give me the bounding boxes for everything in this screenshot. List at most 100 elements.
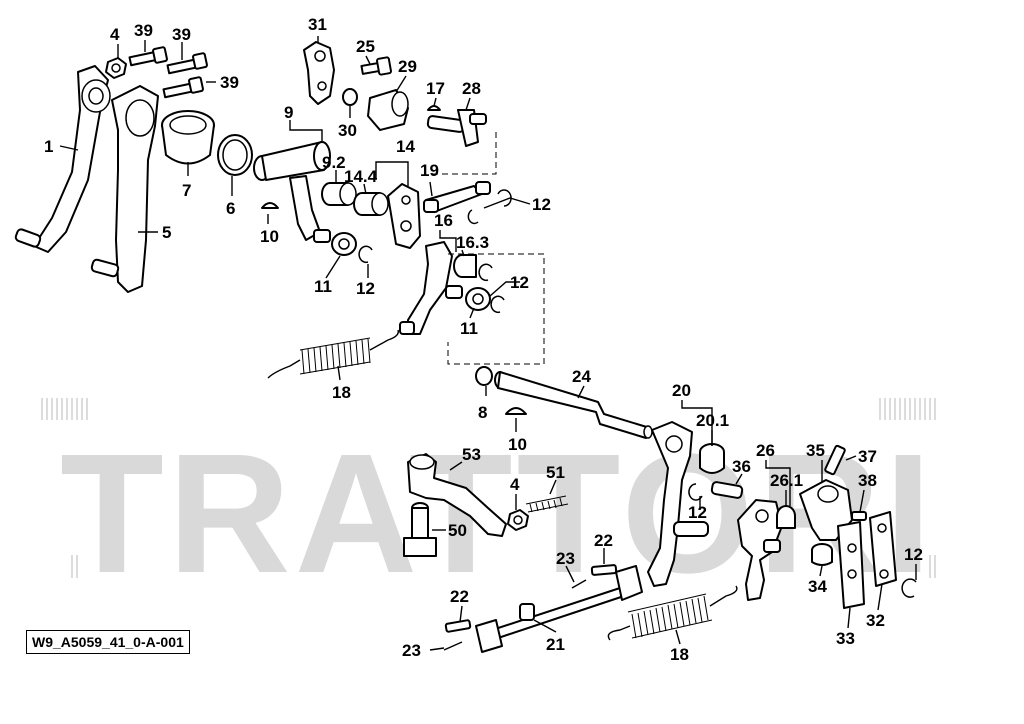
callout-12d: 12	[510, 273, 529, 292]
part-circlip-12g	[901, 578, 917, 598]
part-lever-31	[303, 41, 335, 105]
callout-29: 29	[398, 57, 417, 76]
callout-4b: 4	[510, 475, 520, 494]
part-split-pin-23a	[571, 579, 587, 589]
part-rod-21	[475, 565, 643, 653]
callout-9-2: 9.2	[322, 153, 346, 172]
part-circlip-12e	[490, 295, 505, 314]
callout-16: 16	[434, 211, 453, 230]
callout-23: 23	[556, 549, 575, 568]
callout-22b: 22	[450, 587, 469, 606]
part-bushing-29	[367, 89, 409, 131]
callout-20-1: 20.1	[696, 411, 729, 430]
part-screw-39a	[128, 46, 168, 67]
watermark: TRATTORI	[41, 398, 936, 609]
part-pin-37	[824, 444, 846, 476]
callout-20: 20	[672, 381, 691, 400]
callout-12f: 12	[688, 503, 707, 522]
part-ring-8	[475, 366, 493, 386]
callout-30: 30	[338, 121, 357, 140]
callout-10: 10	[260, 227, 279, 246]
dashed-box-upper	[432, 132, 497, 175]
part-pedal-lever	[14, 65, 111, 253]
callout-17: 17	[426, 79, 445, 98]
part-bushing-7	[161, 110, 215, 165]
callout-36: 36	[732, 457, 751, 476]
callout-39c: 39	[220, 73, 239, 92]
part-shaft-lever-9	[253, 141, 331, 243]
part-circlip-12b	[497, 189, 512, 207]
callout-26-1: 26.1	[770, 471, 803, 490]
callout-14-4: 14.4	[344, 167, 378, 186]
part-screw-25	[360, 56, 392, 76]
callout-31: 31	[308, 15, 327, 34]
callout-21: 21	[546, 635, 565, 654]
callout-25: 25	[356, 37, 375, 56]
part-bushing-14-4	[353, 192, 389, 216]
watermark-right-bars	[879, 398, 936, 578]
part-bushing-26-1	[776, 505, 796, 529]
part-circlip-12d	[478, 263, 493, 282]
callout-26: 26	[756, 441, 775, 460]
callout-8: 8	[478, 403, 487, 422]
callout-18: 18	[332, 383, 351, 402]
part-key-10	[261, 202, 279, 209]
callout-34: 34	[808, 577, 827, 596]
part-screw-51	[525, 495, 569, 513]
callout-50: 50	[448, 521, 467, 540]
callout-9: 9	[284, 103, 293, 122]
callout-5: 5	[162, 223, 171, 242]
part-plate-32	[869, 511, 897, 587]
callout-4: 4	[110, 25, 120, 44]
part-plate-33	[837, 521, 865, 609]
part-o-ring-6-inner	[222, 139, 248, 171]
callout-28: 28	[462, 79, 481, 98]
part-screw-39c	[162, 76, 204, 99]
part-pin-34	[811, 543, 833, 566]
watermark-left-bars	[41, 398, 88, 578]
part-lever	[90, 85, 159, 293]
part-bushing-20-1	[699, 443, 725, 474]
part-pin-38	[851, 511, 867, 521]
part-washer-11a	[331, 232, 357, 256]
watermark-text: TRATTORI	[60, 419, 936, 609]
callout-53: 53	[462, 445, 481, 464]
part-key-10b	[505, 407, 527, 415]
part-shaft-28	[426, 109, 487, 147]
callout-12g: 12	[904, 545, 923, 564]
part-pin-22b	[444, 619, 472, 633]
callout-23b: 23	[402, 641, 421, 660]
part-lever-53	[407, 453, 507, 537]
part-lever-26	[737, 499, 783, 601]
callout-16-3: 16.3	[456, 233, 489, 252]
callout-33: 33	[836, 629, 855, 648]
callout-6: 6	[226, 199, 235, 218]
callout-11: 11	[314, 277, 332, 296]
dashed-box-lower	[447, 253, 545, 365]
callout-39a: 39	[134, 21, 153, 40]
part-bolt-50	[403, 502, 437, 557]
callout-24: 24	[572, 367, 591, 386]
part-spring-18a	[267, 329, 399, 379]
part-lever-14	[387, 183, 421, 249]
part-ring-30	[342, 88, 358, 106]
callout-numbers: 1 4 39 39 39 5 7 6 9 9.2 10 11 12 31 25 …	[44, 15, 923, 664]
part-bushing-16-3	[453, 254, 477, 278]
part-screw-39b	[166, 52, 208, 75]
callout-32: 32	[866, 611, 885, 630]
part-circlip-12c	[467, 209, 479, 225]
part-washer-11b	[465, 287, 491, 311]
drawing-id-label: W9_A5059_41_0-A-001	[26, 630, 190, 654]
part-split-pin-23b	[443, 641, 463, 651]
part-lever-16	[399, 241, 463, 335]
callout-10b: 10	[508, 435, 527, 454]
callout-12b: 12	[532, 195, 551, 214]
part-circlip-12a	[358, 245, 373, 264]
leader-lines	[59, 36, 917, 651]
part-pin-22a	[590, 564, 618, 576]
callout-12: 12	[356, 279, 375, 298]
part-nut-4	[105, 57, 127, 79]
callout-37: 37	[858, 447, 877, 466]
callout-39b: 39	[172, 25, 191, 44]
